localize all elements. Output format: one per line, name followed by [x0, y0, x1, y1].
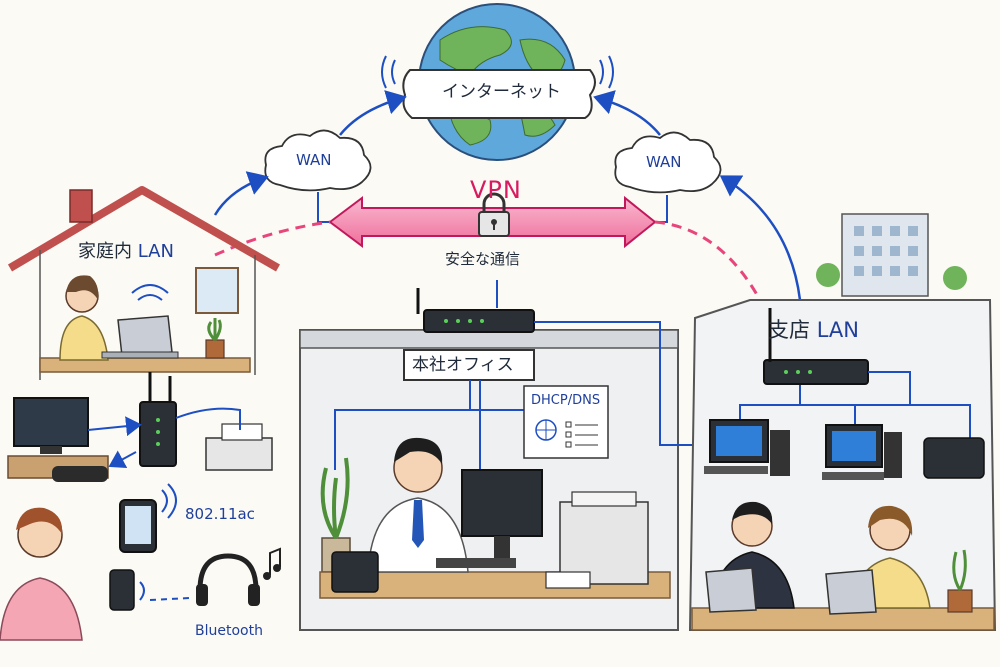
- hq-router: [416, 288, 535, 333]
- branch-pc-1: [704, 419, 790, 476]
- smartphone: [119, 483, 177, 553]
- headphones-icon: [196, 553, 260, 606]
- wan-left-to-internet-arrow: [339, 90, 407, 136]
- wan-label-right: WAN: [646, 153, 682, 171]
- branch-employee-man: [705, 501, 795, 613]
- wan-label-left: WAN: [296, 151, 332, 169]
- music-note-icon: [263, 547, 281, 580]
- lock-icon: [478, 192, 510, 237]
- dhcp-dns-label: DHCP/DNS: [531, 393, 601, 408]
- hq-desktop-monitor: [436, 469, 543, 568]
- wan-cloud-left: [264, 129, 372, 192]
- branch-pc-2: [822, 424, 902, 480]
- hq-employee: [367, 437, 469, 573]
- dhcp-dns-server-panel: [523, 385, 609, 459]
- wan-right-to-internet-arrow: [593, 90, 661, 136]
- secure-communication-label: 安全な通信: [445, 250, 521, 268]
- branch-to-wan-arrow: [719, 175, 802, 301]
- home-lan-label: 家庭内 LAN: [78, 241, 174, 262]
- home-printer: [205, 423, 273, 471]
- home-building: [7, 186, 280, 380]
- branch-ip-phone: [923, 437, 985, 479]
- branch-lan-label: 支店 LAN: [768, 318, 859, 342]
- home-plant: [205, 318, 225, 359]
- vpn-label: VPN: [470, 176, 522, 204]
- wan-cloud-right: [614, 131, 722, 194]
- home-person-with-laptop: [59, 275, 179, 361]
- wifi-standard-label: 802.11ac: [185, 505, 255, 523]
- bluetooth-label: Bluetooth: [195, 623, 263, 639]
- home-to-wan-arrow: [213, 171, 269, 216]
- branch-plant: [947, 549, 973, 613]
- home-wifi-icon: [131, 284, 169, 301]
- branch-employee-woman: [825, 505, 931, 615]
- home-wifi-router: [139, 372, 177, 467]
- hq-phone: [331, 551, 379, 593]
- hq-office-label: 本社オフィス: [412, 355, 514, 375]
- hq-multifunction-printer: [545, 491, 649, 589]
- internet-label: インターネット: [442, 82, 561, 102]
- mobile-person: [0, 507, 145, 641]
- internet-globe: [381, 3, 614, 161]
- home-game-console: [52, 466, 108, 482]
